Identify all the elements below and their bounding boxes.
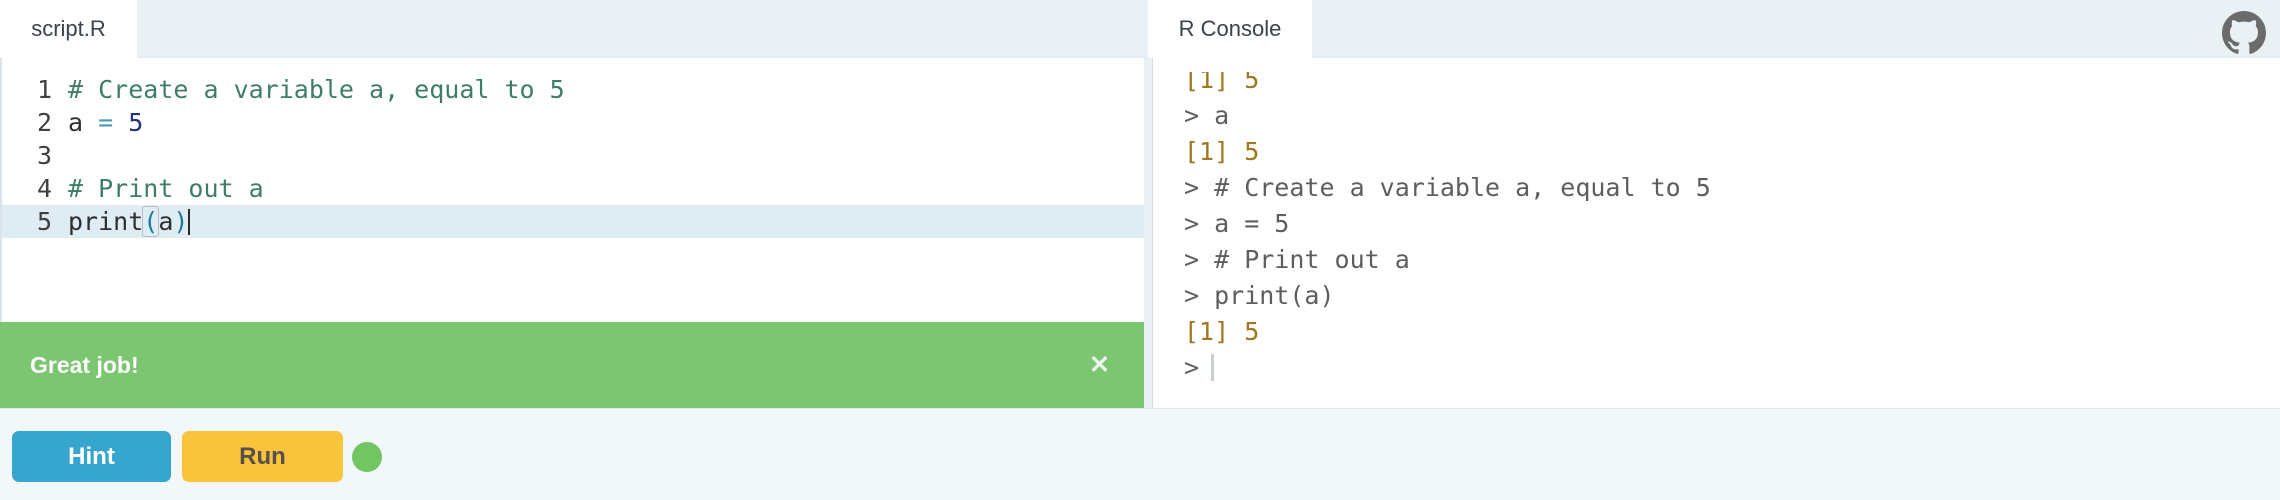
footer-toolbar: Hint Run: [0, 408, 2280, 500]
code-token-plain: print: [68, 207, 144, 236]
code-token-paren: ): [173, 207, 189, 236]
code-token-operator: =: [98, 108, 114, 137]
hint-button[interactable]: Hint: [12, 431, 171, 482]
code-text: # Create a variable a, equal to 5: [68, 73, 565, 106]
close-icon[interactable]: ✕: [1089, 351, 1110, 379]
console-line-output: [1] 5: [1184, 317, 1260, 346]
code-token-number: 5: [128, 108, 144, 137]
tab-script-r-label: script.R: [31, 16, 106, 41]
run-button[interactable]: Run: [182, 431, 343, 482]
console-line-input: > a = 5: [1184, 209, 1290, 238]
tab-r-console-label: R Console: [1178, 16, 1282, 41]
code-token-plain: a: [68, 108, 99, 137]
line-number: 3: [36, 141, 52, 170]
console-line-input: > # Print out a: [1184, 245, 1410, 274]
tabbar-divider: [0, 57, 2280, 58]
console-line-input: >: [1184, 350, 2280, 386]
editor-line: 4 # Print out a: [2, 172, 1144, 205]
console-line-output: [1] 5: [1184, 137, 1260, 166]
tab-script-r[interactable]: script.R: [0, 0, 137, 58]
code-text: print(a): [68, 205, 191, 238]
line-number: 5: [36, 207, 52, 236]
github-icon[interactable]: [2222, 11, 2266, 55]
console-cursor: [1211, 354, 1215, 381]
code-token-comment: # Create a variable a, equal to 5: [68, 75, 565, 104]
session-status-dot: [352, 442, 382, 472]
code-text: # Print out a: [68, 172, 264, 205]
editor-cursor: [188, 209, 191, 235]
code-token-plain: a: [158, 207, 174, 236]
console-line-output: [1] 5: [1184, 72, 1260, 94]
code-token-comment: # Print out a: [68, 174, 264, 203]
r-console-output[interactable]: [1] 5 > a [1] 5 > # Create a variable a, eq…: [1152, 58, 2280, 408]
code-text: a = 5: [68, 106, 143, 139]
success-notification: Great job! ✕: [0, 322, 1144, 408]
editor-line: 1 # Create a variable a, equal to 5: [2, 73, 1144, 106]
console-line-input: > a: [1184, 101, 1230, 130]
line-number: 4: [36, 174, 52, 203]
console-line-input: > # Create a variable a, equal to 5: [1184, 173, 1711, 202]
success-message: Great job!: [30, 351, 139, 378]
code-token-paren: (: [142, 206, 160, 237]
editor-line: 5 print(a): [2, 205, 1144, 238]
editor-line: 3: [2, 139, 1144, 172]
line-number: 2: [36, 108, 52, 137]
console-scroll-area: [1] 5 > a [1] 5 > # Create a variable a, eq…: [1184, 72, 2280, 386]
code-token-plain: [113, 108, 128, 137]
tab-r-console[interactable]: R Console: [1148, 0, 1312, 58]
line-number: 1: [36, 75, 52, 104]
console-line-input: > print(a): [1184, 281, 1335, 310]
